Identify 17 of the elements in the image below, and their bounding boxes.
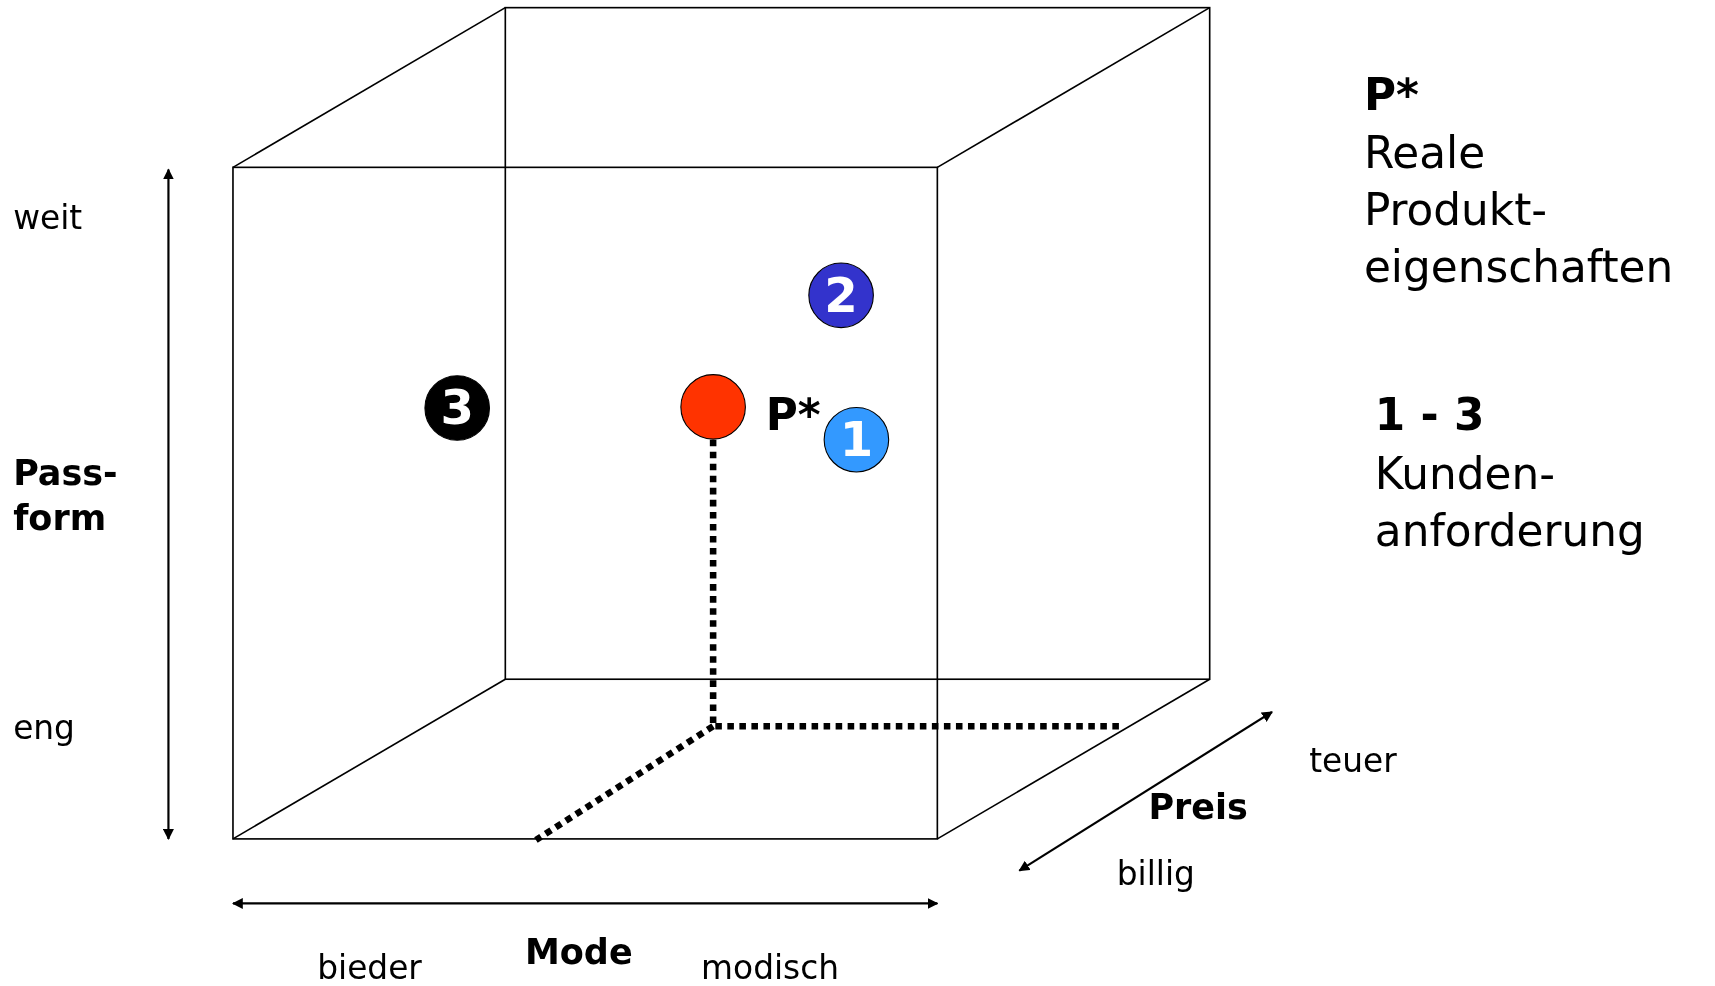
legend-text: Kunden- anforderung — [1374, 447, 1645, 558]
axis-end-label: billig — [1116, 855, 1195, 894]
numbered-circle: 3 — [424, 375, 490, 441]
legend-text: Reale Produkt- eigenschaften — [1363, 126, 1674, 295]
axis-end-label: weit — [13, 199, 83, 237]
axis-end-label: eng — [13, 709, 75, 748]
legend-heading: P* — [1363, 70, 1419, 121]
numbered-circle: 1 — [823, 406, 890, 473]
axis-end-label: modisch — [701, 949, 839, 986]
axis-title: Mode — [525, 931, 633, 973]
axis-end-label: teuer — [1309, 742, 1397, 781]
legend-text: Pass- form — [13, 450, 118, 541]
numbered-circle: 2 — [808, 262, 874, 329]
axis-title: Preis — [1148, 787, 1248, 828]
point-label: P* — [765, 389, 821, 440]
legend-heading: 1 - 3 — [1374, 389, 1485, 440]
axis-end-label: bieder — [317, 949, 422, 986]
